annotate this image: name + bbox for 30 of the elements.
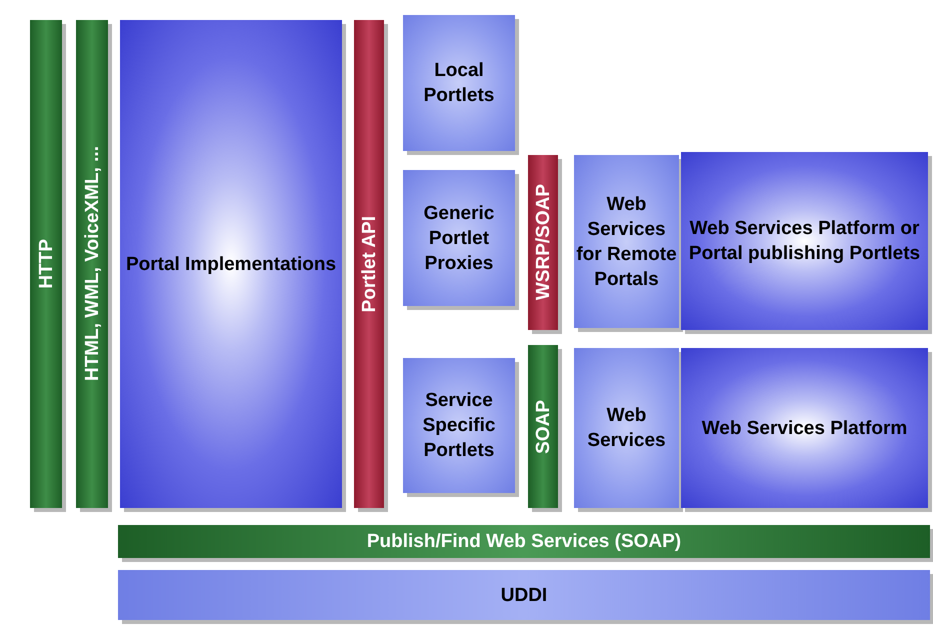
registry-bar [118, 525, 930, 558]
layer-label: Web Services Platform [702, 416, 908, 440]
layer-label: Service Specific Portlets [422, 389, 496, 463]
platform-block [681, 348, 928, 508]
portlet-block [403, 170, 515, 306]
protocol-bar [30, 20, 62, 508]
registry-bar [118, 570, 930, 620]
portal-block [120, 20, 342, 508]
layer-label: Portlet API [358, 216, 380, 312]
layer-label: Portal Implementations [126, 252, 336, 276]
layer-label: Web Services [586, 404, 667, 453]
layer-label: Generic Portlet Proxies [422, 202, 496, 276]
layer-label: Web Services for Remote Portals [575, 192, 678, 292]
layer-label: Local Portlets [422, 59, 496, 108]
portlet-block [403, 15, 515, 151]
portlet-block [403, 358, 515, 493]
layer-label: HTTP [34, 239, 58, 289]
protocol-bar [528, 155, 558, 330]
layer-label: UDDI [500, 584, 548, 608]
layer-label: WSRP/SOAP [532, 184, 554, 301]
api-bar [354, 20, 384, 508]
protocol-bar [528, 345, 558, 508]
layer-label: HTML, WML, VoiceXML, ... [80, 146, 104, 382]
platform-block [681, 152, 928, 330]
layer-label: Publish/Find Web Services (SOAP) [366, 530, 682, 554]
layer-label: SOAP [532, 400, 554, 454]
markup-bar [76, 20, 108, 508]
layer-label: Web Services Platform or Portal publishing Portlets [688, 217, 922, 266]
service-block [574, 155, 679, 328]
service-block [574, 348, 679, 508]
